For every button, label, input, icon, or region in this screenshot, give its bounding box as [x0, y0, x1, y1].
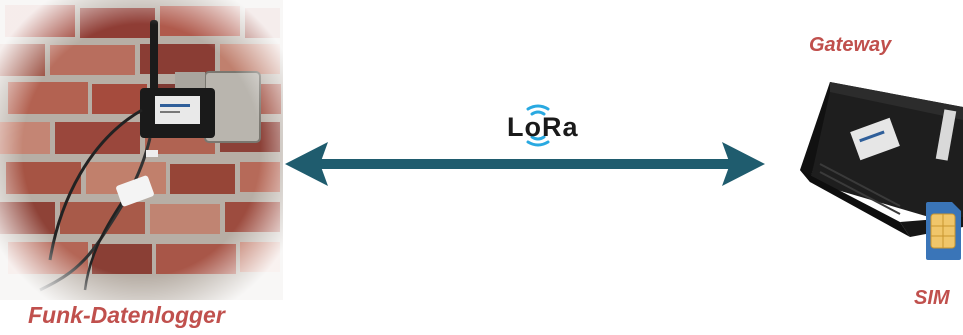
gateway-box-image	[800, 82, 963, 237]
lora-logo: LoRa	[502, 100, 602, 152]
brick-wall-image	[0, 0, 283, 300]
datalogger-photo	[0, 0, 283, 300]
radio-waves-icon	[526, 104, 550, 147]
gateway-device	[790, 62, 963, 242]
sim-card	[922, 200, 963, 262]
gateway-caption: Gateway	[809, 34, 892, 56]
datalogger-caption: Funk-Datenlogger	[28, 302, 225, 328]
double-arrow-icon	[285, 142, 765, 186]
sim-card-icon	[926, 202, 961, 260]
lora-label: LoRa	[507, 112, 579, 142]
bidirectional-arrow	[280, 136, 770, 192]
sim-caption: SIM	[914, 287, 950, 309]
